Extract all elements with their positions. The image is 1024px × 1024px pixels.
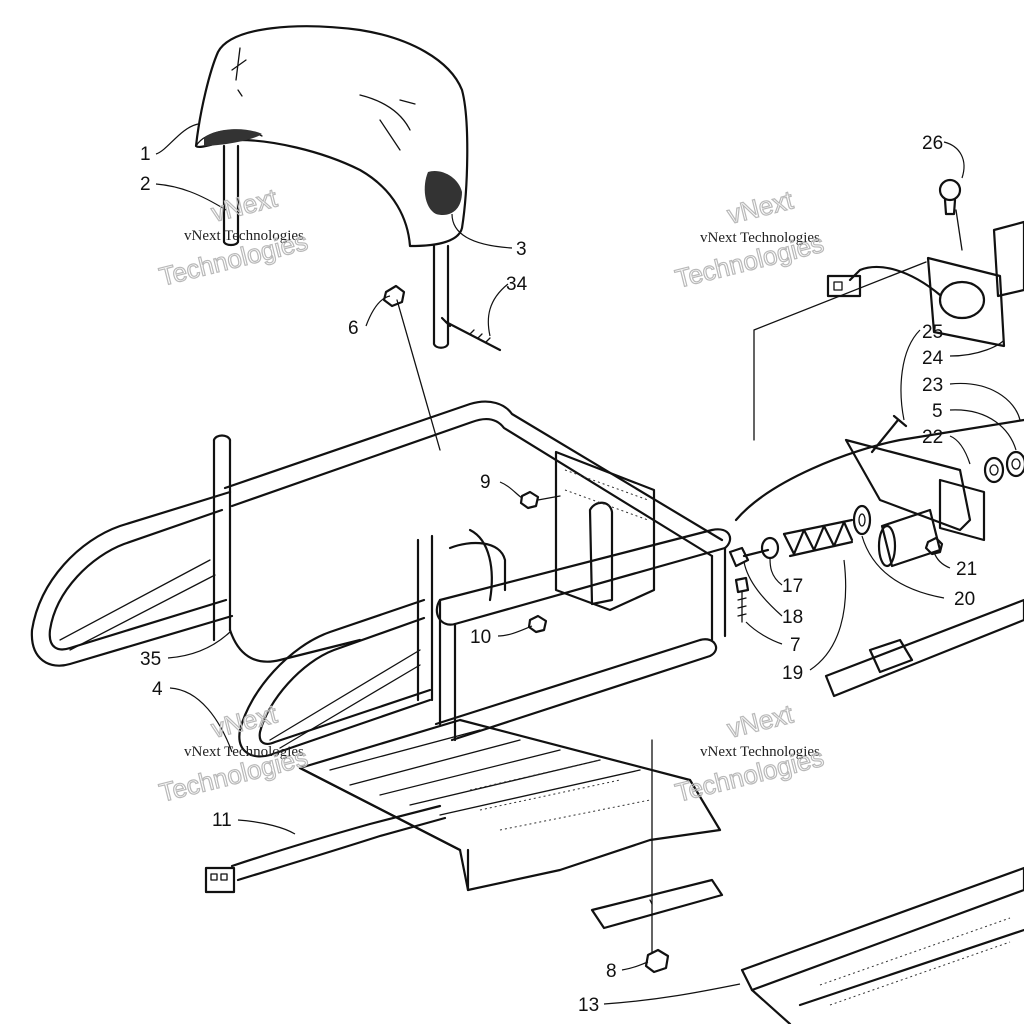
watermark-large-line1: vNext: [208, 182, 280, 227]
bolt-25: [870, 414, 908, 454]
callout-20: 20: [954, 589, 975, 610]
backrest-posts: [222, 144, 450, 349]
watermark-small-text: vNext Technologies: [184, 228, 304, 244]
seat-base: [298, 718, 722, 892]
nut-10: [527, 614, 548, 634]
callout-4: 4: [152, 679, 163, 700]
callout-34: 34: [506, 274, 528, 295]
rack-frame: [30, 400, 732, 758]
callout-1: 1: [140, 144, 151, 165]
callout-3: 3: [516, 239, 527, 260]
callout-13: 13: [578, 995, 599, 1016]
callout-5: 5: [932, 401, 943, 422]
callout-9: 9: [480, 472, 491, 493]
watermark-small-text: vNext Technologies: [700, 230, 820, 246]
rear-panel: [554, 450, 656, 612]
callout-11: 11: [212, 810, 232, 831]
callout-17: 17: [782, 576, 803, 597]
callout-6: 6: [348, 318, 359, 339]
watermark-bottom-left: vNext Technologies vNext Technologies: [156, 698, 312, 809]
leader-lines: [155, 123, 1021, 1005]
callout-labels: 1 2 3 34 6 9 10 35 4 11 8 13 17 18 7 19 …: [140, 133, 977, 1016]
callout-24: 24: [922, 348, 944, 369]
watermark-large-line1: vNext: [724, 184, 796, 229]
nut-8: [644, 948, 670, 974]
spring-19: [782, 518, 854, 558]
pin-34: [440, 316, 502, 352]
callout-10: 10: [470, 627, 491, 648]
callout-26: 26: [922, 133, 943, 154]
washers: [983, 450, 1024, 484]
light-bracket: [734, 261, 1024, 542]
callout-21: 21: [956, 559, 977, 580]
watermark-small-text: vNext Technologies: [700, 744, 820, 760]
watermark-small-text: vNext Technologies: [184, 744, 304, 760]
wire-harness-11: [204, 804, 447, 894]
watermark-large-line1: vNext: [208, 698, 280, 743]
nut-21: [924, 536, 944, 556]
lower-rail: [740, 866, 1024, 1024]
bulb-26: [938, 178, 963, 251]
callout-19: 19: [782, 663, 803, 684]
callout-2: 2: [140, 174, 151, 195]
screw-7: [734, 576, 750, 623]
bracket-13: [590, 878, 724, 930]
watermark-top-left: vNext Technologies vNext Technologies: [156, 182, 312, 293]
callout-23: 23: [922, 375, 943, 396]
callout-25: 25: [922, 322, 943, 343]
callout-8: 8: [606, 961, 617, 982]
watermark-bottom-right: vNext Technologies vNext Technologies: [672, 698, 828, 809]
tail-light-assembly: [826, 220, 1024, 348]
watermark-large-line1: vNext: [724, 698, 796, 743]
bolt-17: [728, 546, 770, 568]
side-channel: [824, 598, 1024, 698]
watermark-top-right: vNext Technologies vNext Technologies: [672, 184, 828, 295]
callout-18: 18: [782, 607, 803, 628]
nut-9: [519, 490, 540, 510]
callout-22: 22: [922, 427, 943, 448]
washer-18: [760, 536, 780, 560]
backrest-pad: [194, 25, 469, 248]
callout-7: 7: [790, 635, 801, 656]
washer-20b: [852, 504, 872, 536]
callout-35: 35: [140, 649, 161, 670]
nut-6: [382, 284, 406, 308]
